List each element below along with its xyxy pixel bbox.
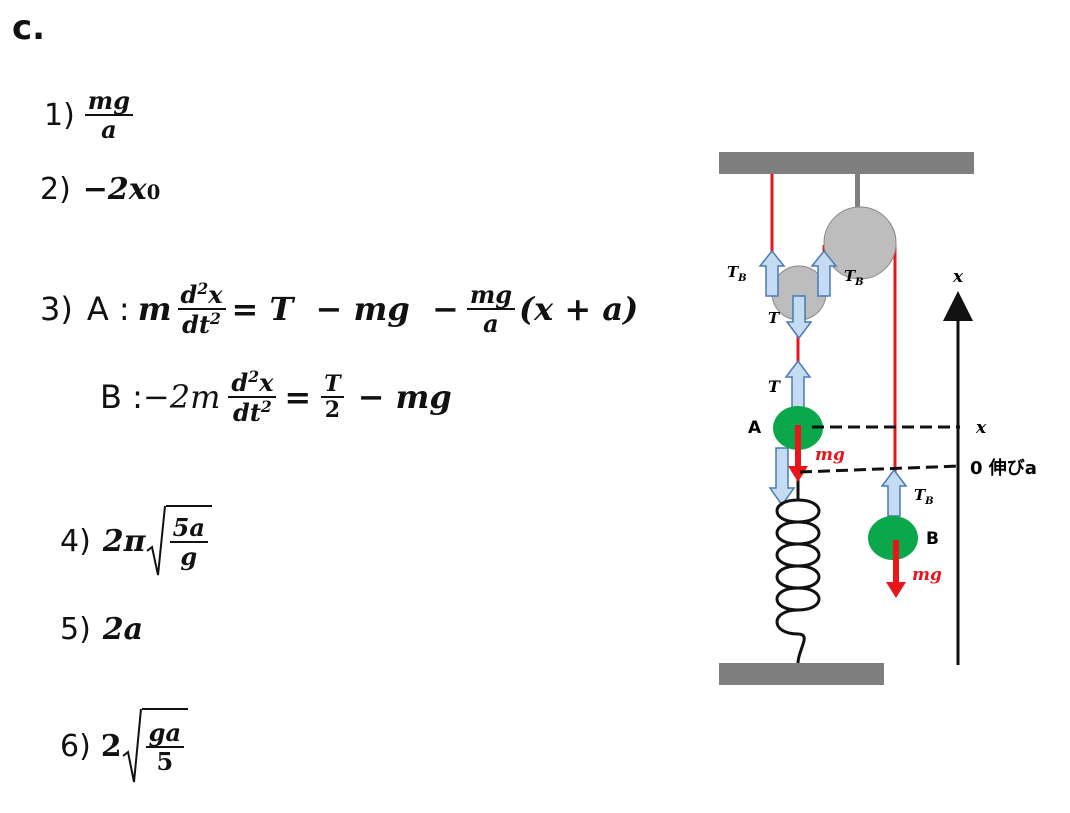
answer-3-a-displacement: (x + a): [519, 290, 639, 329]
answer-1-numerator: mg: [84, 87, 133, 117]
answer-1: 1) mg a: [44, 87, 133, 145]
answer-6-coefficient: 2: [100, 728, 122, 764]
answer-3-a-label: A :: [86, 290, 130, 329]
answer-4-denominator: g: [180, 542, 198, 572]
answer-5: 5) 2a: [60, 612, 143, 647]
answer-3-a-d: d: [180, 280, 198, 309]
answer-4-sqrt: 5a g: [146, 505, 212, 577]
answer-6: 6) 2 ga 5: [60, 708, 189, 784]
label-t-mass-a: T: [768, 377, 781, 396]
label-tb-left: TB: [727, 263, 747, 284]
answer-6-sqrt: ga 5: [122, 708, 189, 784]
answer-3-a-spring-num: mg: [466, 281, 516, 310]
answer-3-a-derivative: d2x dt2: [177, 279, 226, 340]
answer-4-numerator: 5a: [169, 514, 208, 544]
label-tb-mass: TB: [914, 486, 934, 507]
answer-3-a-x: x: [208, 280, 223, 309]
gravity-arrow-b: [886, 540, 906, 598]
answer-3-b-d-exp: 2: [248, 367, 260, 386]
answer-3-equation-a: 3) A : m d2x dt2 = T − mg − mg a (x + a): [40, 280, 638, 339]
answer-1-denominator: a: [101, 115, 117, 145]
answer-3-b-d: d: [231, 368, 249, 397]
answer-3-b-rhs: − mg: [357, 378, 452, 417]
ceiling-bar: [719, 152, 974, 174]
tension-arrow-tb-mass: [880, 468, 908, 517]
answer-3-a-rhs: = T − mg −: [231, 290, 459, 329]
section-header: c.: [12, 8, 46, 48]
tension-arrow-t-down: [785, 295, 813, 340]
answer-6-denominator: 5: [156, 747, 174, 777]
answer-3-b-dt: dt: [233, 398, 261, 428]
answer-1-fraction: mg a: [84, 87, 133, 145]
answer-3-b-tension-fraction: T 2: [321, 372, 344, 423]
fixed-pulley: [823, 206, 897, 280]
answer-3-b-x: x: [259, 368, 274, 397]
answer-5-label: 5): [60, 612, 91, 647]
label-mg-b: mg: [912, 565, 942, 585]
label-tb-right: TB: [844, 267, 864, 288]
tension-arrow-spring-down: [768, 447, 796, 507]
answer-4-label: 4): [60, 523, 91, 559]
label-t-pulley: T: [768, 309, 781, 327]
answer-3-a-spring-den: a: [483, 308, 499, 338]
answer-1-label: 1): [44, 98, 75, 134]
answer-3-a-dt-exp: 2: [210, 309, 221, 329]
spring: [775, 470, 821, 664]
answer-3-b-tension-den: 2: [324, 396, 341, 423]
label-mass-b: B: [926, 529, 939, 549]
label-zero-extension: 0 伸びa: [970, 457, 1037, 479]
answer-6-numerator: ga: [145, 719, 185, 749]
floor-bar: [719, 663, 884, 685]
answer-4-coefficient: 2π: [102, 523, 146, 559]
answer-2-label: 2): [40, 172, 71, 207]
answer-3-label: 3): [40, 290, 73, 329]
answer-6-label: 6): [60, 728, 91, 764]
answer-3-a-mass: m: [137, 290, 172, 329]
answer-3-b-coefficient: −2m: [142, 378, 221, 417]
label-axis-x: x: [975, 418, 987, 438]
answer-3-b-tension-num: T: [321, 372, 344, 398]
answer-3-b-label: B :: [100, 378, 143, 417]
answer-3-equation-b: B : −2m d2x dt2 = T 2 − mg: [100, 368, 452, 427]
mass-b: [868, 516, 918, 560]
tension-arrow-tb-left: [758, 249, 786, 297]
answer-3-a-dt: dt: [182, 310, 211, 340]
tension-arrow-t-up: [784, 359, 812, 409]
answer-2-subscript: 0: [146, 181, 161, 204]
label-mg-a: mg: [815, 445, 845, 465]
answer-4: 4) 2π 5a g: [60, 505, 212, 577]
label-mass-a: A: [748, 418, 762, 438]
answer-3-a-d-exp: 2: [197, 279, 209, 298]
gravity-arrow-a: [788, 425, 808, 482]
answer-2-expression: −2x: [82, 172, 147, 207]
answer-3-a-spring-fraction: mg a: [466, 281, 516, 338]
answer-3-b-dt-exp: 2: [260, 397, 272, 417]
dashed-line-zero: [799, 464, 961, 474]
tension-arrow-tb-right: [810, 249, 838, 297]
answer-3-b-derivative: d2x dt2: [228, 367, 277, 428]
answer-5-expression: 2a: [102, 612, 144, 647]
label-axis-top: x: [952, 267, 964, 287]
answer-3-b-equals: =: [284, 378, 312, 417]
